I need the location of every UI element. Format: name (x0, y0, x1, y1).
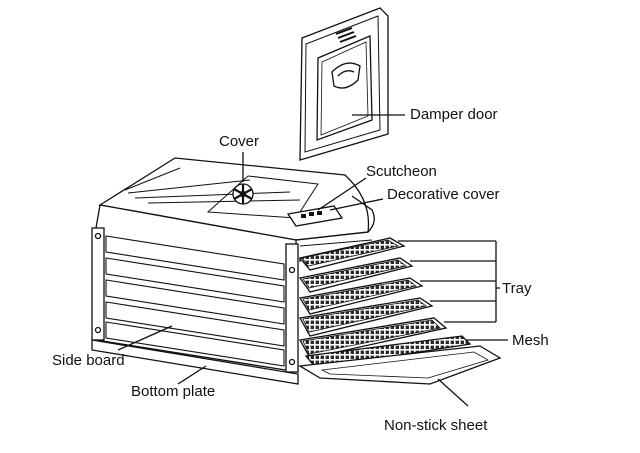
non-stick-sheet-shape (298, 345, 502, 385)
leader-decorative-cover (329, 198, 384, 211)
trays (298, 237, 502, 385)
tray (298, 317, 448, 359)
leader-lines (117, 114, 508, 407)
leader-scutcheon (317, 177, 367, 211)
scutcheon-panel (286, 205, 344, 227)
label-cover: Cover (219, 133, 260, 150)
leader-non-stick-sheet (437, 378, 469, 407)
tray (298, 257, 414, 293)
leader-side-board (117, 325, 173, 351)
damper-door (299, 7, 389, 161)
tray (298, 297, 434, 337)
label-decorative-cover: Decorative cover (387, 186, 500, 203)
label-bottom-plate: Bottom plate (131, 383, 216, 400)
housing (91, 157, 375, 385)
tray (298, 237, 406, 271)
label-tray: Tray (502, 280, 532, 297)
leader-bottom-plate (177, 365, 207, 385)
label-mesh: Mesh (512, 332, 549, 349)
tray (298, 277, 424, 315)
label-damper-door: Damper door (410, 106, 498, 123)
side-board-slats (105, 235, 285, 367)
label-side-board: Side board (52, 352, 125, 369)
leader-tray (398, 240, 500, 323)
label-scutcheon: Scutcheon (366, 163, 437, 180)
fan-vent (232, 183, 254, 205)
label-non-stick-sheet: Non-stick sheet (384, 417, 488, 434)
